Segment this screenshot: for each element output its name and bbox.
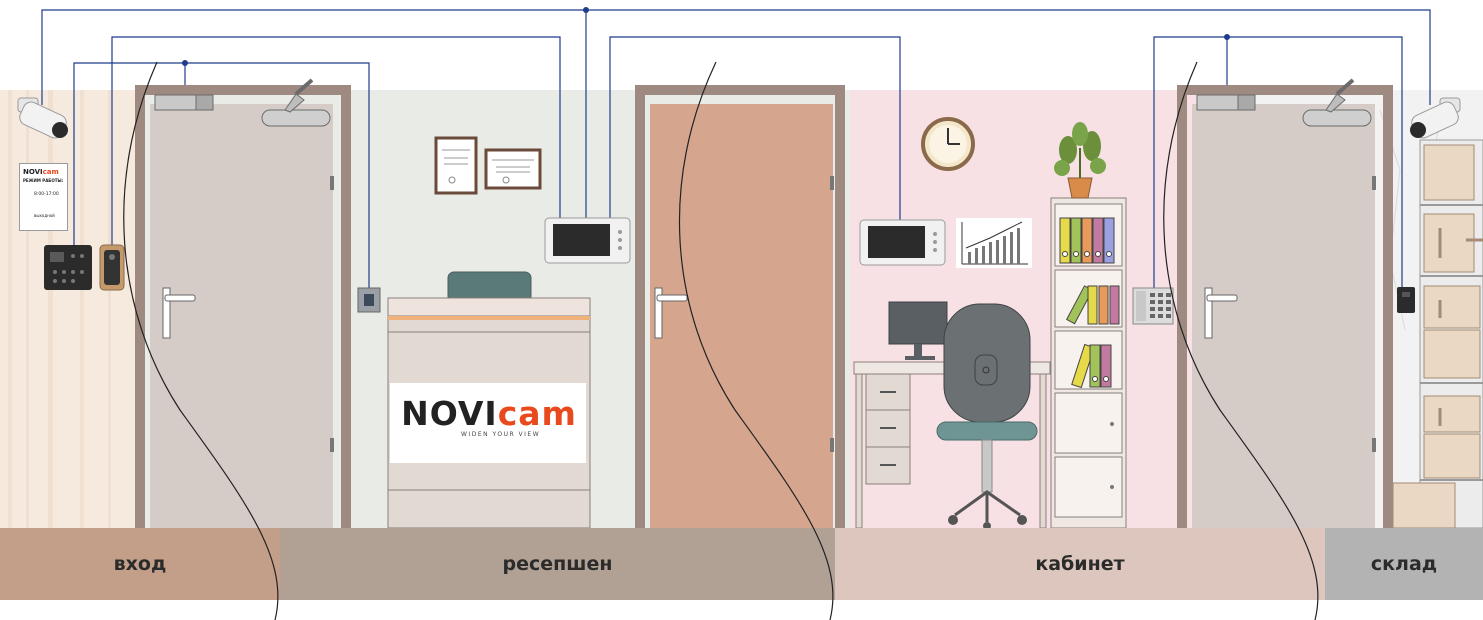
reader-icon — [1397, 287, 1415, 313]
sign-days-off: выходной — [34, 213, 67, 218]
zone-label-office: кабинет — [835, 528, 1325, 600]
lock-icon — [1197, 95, 1255, 110]
novicam-logo: NOVIcam WIDEN YOUR VIEW — [391, 383, 587, 463]
bar-graph-poster — [956, 218, 1032, 268]
storage-door — [1182, 90, 1388, 528]
sign-hours: 8:00-17:00 — [34, 192, 67, 197]
entrance-door — [140, 90, 346, 528]
opening-hours-sign: NOVIcam РЕЖИМ РАБОТЫ: 8:00-17:00 выходно… — [19, 163, 68, 231]
sign-title: РЕЖИМ РАБОТЫ: — [23, 178, 67, 183]
monitor-icon — [860, 220, 945, 265]
button-icon — [358, 288, 380, 312]
zone-label-reception: ресепшен — [280, 528, 835, 600]
logo-brand-right: cam — [498, 394, 577, 433]
keypad-icon — [44, 245, 92, 290]
lock-icon — [155, 95, 213, 110]
sign-brand-left: NOVI — [23, 168, 43, 176]
sign-brand-right: cam — [43, 168, 59, 176]
bookshelf — [1051, 198, 1126, 528]
doorphone-icon — [100, 245, 124, 290]
clock-icon — [923, 119, 973, 169]
reception-door — [640, 90, 840, 528]
zone-label-entrance: вход — [0, 528, 280, 600]
keypad-icon — [1133, 288, 1173, 324]
zone-label-storage: склад — [1325, 528, 1483, 600]
monitor-icon — [545, 218, 630, 263]
logo-brand-left: NOVI — [401, 394, 498, 433]
